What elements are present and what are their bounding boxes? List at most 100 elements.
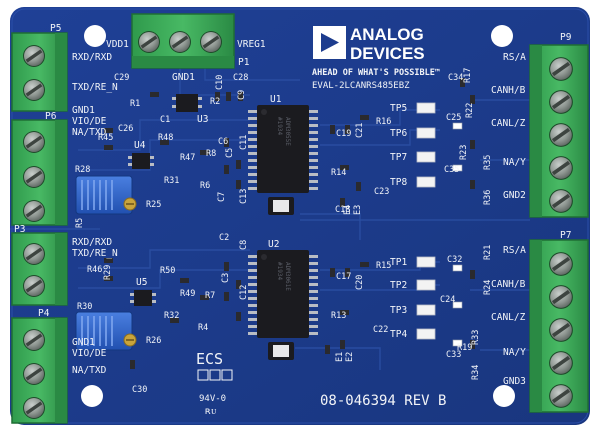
label-tp1: TP1 bbox=[390, 257, 407, 268]
testpoint-pad[interactable] bbox=[416, 328, 436, 340]
testpoint-pad[interactable] bbox=[416, 304, 436, 316]
svg-text:ADM3061E: ADM3061E bbox=[284, 262, 291, 291]
ref-r2: R2 bbox=[210, 97, 220, 107]
label-na-txd-2: NA/TXD bbox=[72, 365, 107, 376]
label-rs-a-1: RS/A bbox=[503, 52, 526, 63]
terminal-p9[interactable] bbox=[529, 44, 589, 218]
label-p5: P5 bbox=[50, 23, 61, 34]
mounting-holes bbox=[81, 25, 515, 407]
label-canh-b-1: CANH/B bbox=[491, 85, 526, 96]
label-vreg1: VREG1 bbox=[237, 39, 266, 50]
label-tp7: TP7 bbox=[390, 152, 407, 163]
label-p6: P6 bbox=[45, 111, 57, 122]
label-gnd2: GND2 bbox=[503, 190, 526, 201]
terminal-p4[interactable] bbox=[11, 317, 68, 424]
label-gnd1-b: GND1 bbox=[72, 337, 95, 348]
terminal-p5[interactable] bbox=[11, 32, 68, 112]
label-vdd1: VDD1 bbox=[106, 39, 129, 50]
testpoint-pad[interactable] bbox=[416, 127, 436, 139]
ref-c29: C29 bbox=[114, 73, 129, 83]
label-tp6: TP6 bbox=[390, 128, 407, 139]
label-gnd3: GND3 bbox=[503, 376, 526, 387]
terminal-p3[interactable] bbox=[11, 232, 68, 306]
ref-r16: R16 bbox=[376, 117, 391, 127]
smd-components bbox=[104, 78, 475, 369]
ic-u2: ADM3061E #1934 bbox=[248, 250, 318, 338]
label-vio-de-2: VIO/DE bbox=[72, 348, 107, 359]
label-tp5: TP5 bbox=[390, 103, 407, 114]
analog-devices-logo: ANALOG DEVICES bbox=[313, 25, 425, 63]
label-rxd-rxd-1: RXD/RXD bbox=[72, 52, 112, 63]
trimpot-r26[interactable] bbox=[75, 311, 137, 351]
ecs-logo: ECS 94V-0 ʀᴜ bbox=[196, 350, 233, 417]
testpoint-pad[interactable] bbox=[416, 279, 436, 291]
mounting-hole bbox=[84, 25, 106, 47]
ref-c34: C34 bbox=[448, 73, 463, 83]
label-na-txd-1: NA/TXD bbox=[72, 127, 107, 138]
ref-r6: R6 bbox=[200, 181, 210, 191]
pcb-board bbox=[10, 7, 590, 425]
ref-r7: R7 bbox=[205, 291, 215, 301]
label-tp4: TP4 bbox=[390, 329, 407, 340]
label-txd-re-n-2: TXD/RE_N bbox=[72, 248, 118, 259]
testpoint-pad[interactable] bbox=[416, 256, 436, 268]
ref-c21: C21 bbox=[355, 123, 365, 138]
label-canh-b-2: CANH/B bbox=[491, 279, 526, 290]
ref-r14: R14 bbox=[331, 168, 346, 178]
testpoint-pad[interactable] bbox=[416, 102, 436, 114]
testpoint-pad[interactable] bbox=[416, 176, 436, 188]
ref-r1: R1 bbox=[130, 99, 140, 109]
ul-mark-icon: ʀᴜ bbox=[205, 406, 217, 417]
ref-c2: C2 bbox=[219, 233, 229, 243]
ref-r29: R29 bbox=[103, 265, 113, 280]
label-u2: U2 bbox=[268, 239, 279, 250]
ref-c23: C23 bbox=[374, 187, 389, 197]
board-model: EVAL-2LCANRS485EBZ bbox=[312, 81, 410, 91]
ref-r23: R23 bbox=[459, 145, 469, 160]
ref-c26: C26 bbox=[118, 124, 133, 134]
label-vio-de-1: VIO/DE bbox=[72, 116, 107, 127]
label-p3: P3 bbox=[14, 224, 25, 235]
ref-c19: C19 bbox=[336, 129, 351, 139]
ref-r47: R47 bbox=[180, 153, 195, 163]
ref-c22: C22 bbox=[373, 325, 388, 335]
label-rs-a-2: RS/A bbox=[503, 245, 526, 256]
label-gnd1-top: GND1 bbox=[172, 72, 195, 83]
ref-c6: C6 bbox=[218, 137, 228, 147]
ecs-badge-text: ECS bbox=[196, 350, 223, 368]
ref-r24: R24 bbox=[483, 280, 493, 295]
ref-c35: C35 bbox=[444, 165, 459, 175]
svg-text:#1934: #1934 bbox=[276, 262, 283, 280]
terminal-p7[interactable] bbox=[529, 239, 589, 413]
trimpot-r25[interactable] bbox=[75, 175, 137, 215]
ref-r4: R4 bbox=[198, 323, 208, 333]
ref-c7: C7 bbox=[217, 192, 227, 202]
label-gnd1-a: GND1 bbox=[72, 105, 95, 116]
part-number: 08-046394 REV B bbox=[320, 393, 446, 409]
ic-u5 bbox=[130, 290, 156, 306]
label-canl-z-2: CANL/Z bbox=[491, 312, 526, 323]
ref-c18: C18 bbox=[335, 205, 350, 215]
ref-c11: C11 bbox=[239, 135, 249, 150]
ref-r22: R22 bbox=[465, 103, 475, 118]
ref-r50: R50 bbox=[160, 266, 175, 276]
ref-r31: R31 bbox=[164, 176, 179, 186]
svg-text:#1934: #1934 bbox=[276, 117, 283, 135]
terminal-p1[interactable] bbox=[131, 13, 235, 69]
ref-r5: R5 bbox=[75, 218, 85, 228]
fr-rating: 94V-0 bbox=[199, 394, 226, 404]
label-txd-re-n-1: TXD/RE_N bbox=[72, 82, 118, 93]
ref-r36: R36 bbox=[483, 190, 493, 205]
ref-r33: R33 bbox=[471, 330, 481, 345]
ref-c8: C8 bbox=[239, 240, 249, 250]
brand-tagline: AHEAD OF WHAT'S POSSIBLE™ bbox=[312, 68, 440, 78]
testpoint-pad[interactable] bbox=[416, 151, 436, 163]
ic-u3 bbox=[172, 94, 202, 112]
label-canl-z-1: CANL/Z bbox=[491, 118, 526, 129]
label-tp3: TP3 bbox=[390, 305, 407, 316]
label-u1: U1 bbox=[270, 94, 282, 105]
ref-c17: C17 bbox=[336, 272, 351, 282]
terminal-p6[interactable] bbox=[11, 119, 68, 226]
